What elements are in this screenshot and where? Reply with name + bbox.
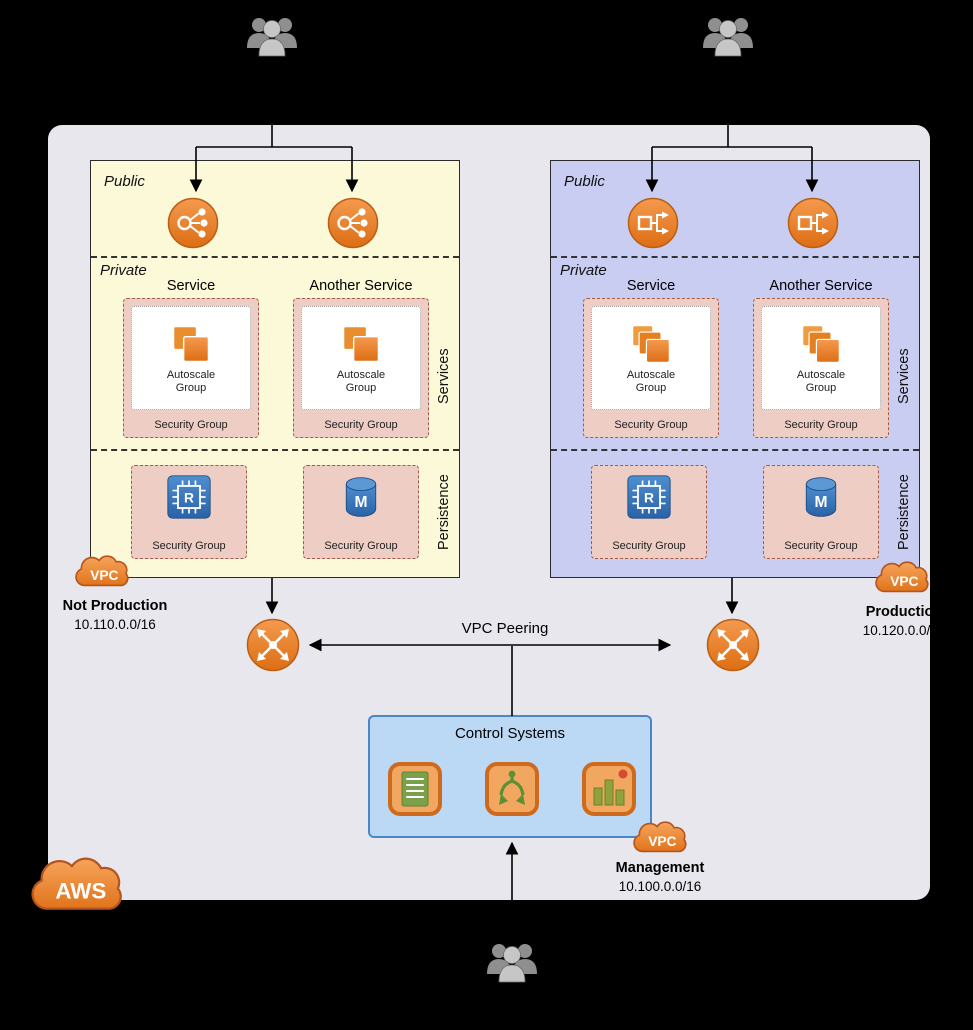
security-group-label: Security Group xyxy=(612,540,686,552)
autoscale-group-icon xyxy=(172,325,210,362)
vpc-not-production: Public Private Service A xyxy=(90,160,460,578)
services-section-label: Services xyxy=(896,348,912,404)
vpc-name-label: Management xyxy=(615,860,705,876)
security-group-box: M Security Group xyxy=(303,465,419,559)
users-icon xyxy=(487,944,537,983)
public-private-separator xyxy=(551,256,919,258)
autoscale-group-box: Autoscale Group xyxy=(761,306,881,410)
public-zone-label: Public xyxy=(564,173,605,190)
data-pipeline-icon xyxy=(484,761,540,817)
autoscale-group-label: Autoscale Group xyxy=(626,368,676,394)
svg-text:M: M xyxy=(354,494,367,511)
services-persistence-separator xyxy=(91,449,459,451)
security-group-box: M Security Group xyxy=(763,465,879,559)
control-systems-title: Control Systems xyxy=(454,725,566,742)
svg-text:R: R xyxy=(644,491,654,506)
persistence-section-label: Persistence xyxy=(436,474,452,550)
autoscale-group-box: Autoscale Group xyxy=(131,306,251,410)
autoscale-group-label: Autoscale Group xyxy=(336,368,386,394)
security-group-box: R Security Group xyxy=(591,465,707,559)
users-group-bottom xyxy=(486,938,538,988)
users-group-top-left xyxy=(246,12,298,62)
private-zone-label: Private xyxy=(560,262,607,279)
vpc-peering-icon xyxy=(246,618,300,672)
security-group-label: Security Group xyxy=(154,419,228,431)
vpc-production: Public Private Service Another Service xyxy=(550,160,920,578)
monitoring-chart-icon xyxy=(581,761,637,817)
svg-text:VPC: VPC xyxy=(90,568,118,583)
elasticache-redis-icon: R xyxy=(627,475,671,519)
svg-text:VPC: VPC xyxy=(890,574,918,589)
elastic-load-balancer-icon xyxy=(167,197,219,249)
persistence-section-label: Persistence xyxy=(896,474,912,550)
service-title: Service xyxy=(166,278,216,294)
services-section-label: Services xyxy=(436,348,452,404)
autoscale-group-icon xyxy=(632,324,670,363)
vpc-peering-label: VPC Peering xyxy=(461,620,549,637)
svg-text:R: R xyxy=(184,491,194,506)
security-group-box: Autoscale Group Security Group xyxy=(123,298,259,438)
vpc-cloud-badge-not-production: VPC xyxy=(72,550,138,597)
svg-text:AWS: AWS xyxy=(55,879,106,904)
autoscale-group-icon xyxy=(802,324,840,363)
services-persistence-separator xyxy=(551,449,919,451)
security-group-box: R Security Group xyxy=(131,465,247,559)
vpc-peering-icon xyxy=(706,618,760,672)
application-load-balancer-icon xyxy=(787,197,839,249)
service-title: Another Service xyxy=(769,278,873,294)
vpc-name-label: Production xyxy=(865,604,943,620)
security-group-label: Security Group xyxy=(784,540,858,552)
autoscale-group-label: Autoscale Group xyxy=(796,368,846,394)
private-zone-label: Private xyxy=(100,262,147,279)
autoscale-group-icon xyxy=(342,325,380,362)
vpc-cidr-label: 10.120.0.0/16 xyxy=(862,623,946,638)
config-list-icon xyxy=(387,761,443,817)
database-icon: M xyxy=(345,477,377,517)
public-private-separator xyxy=(91,256,459,258)
users-group-top-right xyxy=(702,12,754,62)
service-title: Another Service xyxy=(309,278,413,294)
security-group-label: Security Group xyxy=(152,540,226,552)
security-group-box: Autoscale Group Security Group xyxy=(583,298,719,438)
users-icon xyxy=(703,18,753,57)
users-icon xyxy=(247,18,297,57)
security-group-label: Security Group xyxy=(324,419,398,431)
service-title: Service xyxy=(626,278,676,294)
vpc-cloud-badge-management: VPC xyxy=(630,816,696,863)
vpc-cidr-label: 10.110.0.0/16 xyxy=(74,617,156,632)
security-group-box: Autoscale Group Security Group xyxy=(753,298,889,438)
vpc-cidr-label: 10.100.0.0/16 xyxy=(618,879,702,894)
vpc-name-label: Not Production xyxy=(62,598,168,614)
autoscale-group-label: Autoscale Group xyxy=(166,368,216,394)
autoscale-group-box: Autoscale Group xyxy=(591,306,711,410)
aws-cloud-logo: AWS xyxy=(26,848,138,920)
svg-text:VPC: VPC xyxy=(648,834,676,849)
security-group-label: Security Group xyxy=(614,419,688,431)
security-group-box: Autoscale Group Security Group xyxy=(293,298,429,438)
elastic-load-balancer-icon xyxy=(327,197,379,249)
application-load-balancer-icon xyxy=(627,197,679,249)
security-group-label: Security Group xyxy=(784,419,858,431)
svg-text:M: M xyxy=(814,494,827,511)
database-icon: M xyxy=(805,477,837,517)
security-group-label: Security Group xyxy=(324,540,398,552)
vpc-cloud-badge-production: VPC xyxy=(872,556,938,603)
elasticache-redis-icon: R xyxy=(167,475,211,519)
autoscale-group-box: Autoscale Group xyxy=(301,306,421,410)
control-systems-box: Control Systems xyxy=(368,715,652,838)
public-zone-label: Public xyxy=(104,173,145,190)
